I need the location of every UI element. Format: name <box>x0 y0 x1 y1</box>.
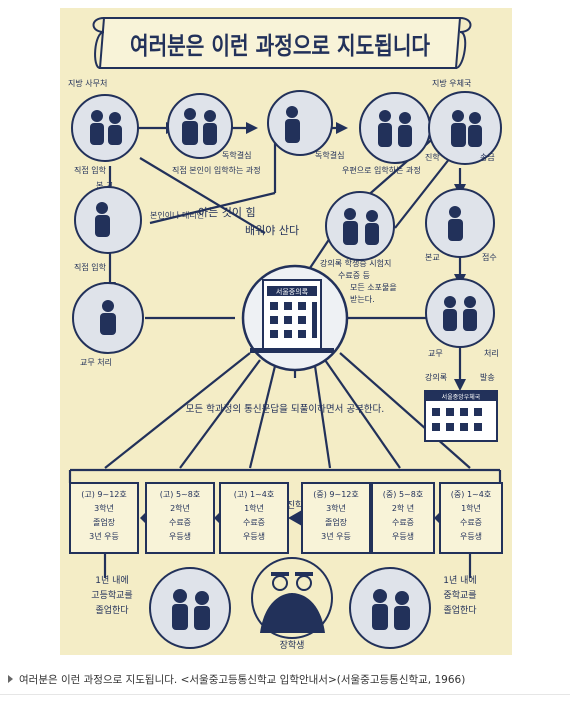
post-office-building <box>424 390 498 442</box>
label-direct-admission: 직접 입학 <box>74 165 107 175</box>
top-left-label: 지방 사무처 <box>68 78 107 88</box>
grade-box-high-1: (고) 1~4호 1학년 수료증 우등생 <box>219 482 289 554</box>
svg-text:3학년: 3학년 <box>94 503 114 513</box>
label-direct-admission-2: 직접 입학 <box>74 262 107 272</box>
grade-box-high-2: (고) 5~8호 2학년 수료증 우등생 <box>145 482 215 554</box>
label-self-or-proxy: 본인이나 대리인 <box>150 210 204 220</box>
vignettes <box>71 90 502 649</box>
center-note-1: 강의록 학생증 시험지 <box>320 258 391 268</box>
svg-text:우등생: 우등생 <box>169 531 191 541</box>
center-note-2: 수료증 등 <box>338 271 370 280</box>
svg-text:(고) 1~4호: (고) 1~4호 <box>234 490 274 499</box>
svg-text:2학년: 2학년 <box>170 503 190 513</box>
svg-text:3년 우등: 3년 우등 <box>89 531 119 541</box>
divider <box>0 694 570 695</box>
svg-text:3학년: 3학년 <box>326 503 346 513</box>
label-remittance: 송금 <box>480 153 495 162</box>
grade-box-high-3: (고) 9~12호 3학년 졸업장 3년 우등 <box>69 482 139 554</box>
label-lecture-notes: 강의록 <box>425 372 447 382</box>
svg-text:(중) 1~4호: (중) 1~4호 <box>451 490 491 499</box>
label-main-school-right: 본교 <box>425 253 440 262</box>
slogan-learn: 배워야 산다 <box>245 224 299 237</box>
scholarship-students <box>251 557 333 639</box>
post-office-sign: 서울중앙우체국 <box>442 393 481 401</box>
title-banner <box>92 17 472 69</box>
advance-label: 진학 <box>287 500 304 511</box>
label-academic-right: 교무 <box>428 349 443 358</box>
svg-text:(중) 9~12호: (중) 9~12호 <box>313 490 358 499</box>
label-reception: 진학 <box>425 152 440 162</box>
grade-box-middle-2: (중) 5~8호 2학 년 수료증 우등생 <box>371 482 435 554</box>
label-decided-left: 독학결심 <box>222 150 251 160</box>
grade-boxes: (고) 9~12호 3학년 졸업장 3년 우등 (고) 5~8호 2학년 수료증… <box>69 482 503 554</box>
grade-box-middle-1: (중) 1~4호 1학년 수료증 우등생 <box>439 482 503 554</box>
svg-text:2학 년: 2학 년 <box>392 503 414 513</box>
left-bottom-line-1: 1년 내에 <box>95 575 128 586</box>
right-bottom-line-3: 졸업한다 <box>443 605 477 616</box>
grade-box-middle-3: (중) 9~12호 3학년 졸업장 3년 우등 <box>301 482 371 554</box>
svg-text:수료증: 수료증 <box>243 518 265 527</box>
svg-text:(고) 5~8호: (고) 5~8호 <box>160 490 200 499</box>
label-direct-self-process: 직접 본인이 입학하는 과정 <box>172 165 261 175</box>
svg-text:(고) 9~12호: (고) 9~12호 <box>81 490 126 499</box>
center-note-3: 모든 소포물을 <box>350 283 397 292</box>
poster-title: 여러분은 이런 과정으로 지도됩니다 <box>130 32 430 60</box>
svg-text:수료증: 수료증 <box>460 518 482 527</box>
svg-text:졸업장: 졸업장 <box>325 517 348 527</box>
caption-text: 여러분은 이런 과정으로 지도됩니다. <서울중고등통신학교 입학안내서>(서울… <box>19 674 466 686</box>
svg-text:수료증: 수료증 <box>392 518 414 527</box>
svg-text:1학년: 1학년 <box>461 503 481 513</box>
slogan-knowledge: 아는 것이 힘 <box>198 206 256 219</box>
svg-text:1학년: 1학년 <box>244 503 264 513</box>
svg-text:우등생: 우등생 <box>460 531 482 541</box>
label-main-school: 본 교 <box>96 181 113 190</box>
left-bottom-line-3: 졸업한다 <box>95 605 129 616</box>
svg-text:우등생: 우등생 <box>243 531 265 541</box>
label-processing: 처리 <box>484 349 499 358</box>
svg-text:졸업장: 졸업장 <box>93 517 116 527</box>
label-receipt: 접수 <box>482 252 497 262</box>
left-bottom-line-2: 고등학교를 <box>91 590 132 601</box>
right-bottom-line-2: 중학교를 <box>443 590 476 601</box>
center-note-4: 받는다. <box>350 294 375 304</box>
svg-text:수료증: 수료증 <box>169 518 191 527</box>
label-mail-process: 우편으로 입학하는 과정 <box>342 165 421 175</box>
svg-text:우등생: 우등생 <box>392 531 414 541</box>
box-arrows <box>140 510 440 526</box>
label-academic-affairs: 교무 처리 <box>80 358 112 367</box>
label-shipping: 발송 <box>480 372 495 382</box>
top-right-label: 지방 우체국 <box>432 78 471 88</box>
label-decided-right: 독학결심 <box>315 150 344 160</box>
scholarship-label: 장학생 <box>280 640 305 651</box>
building-sign: 서울중의록 <box>276 287 309 296</box>
poster-image: 여러분은 이런 과정으로 지도됩니다 <box>60 8 512 655</box>
school-building <box>241 264 349 372</box>
study-line: 모든 학과정의 통신문답을 되풀이하면서 공부한다. <box>186 403 385 415</box>
figures <box>90 106 482 630</box>
image-caption: 여러분은 이런 과정으로 지도됩니다. <서울중고등통신학교 입학안내서>(서울… <box>6 672 566 688</box>
right-bottom-line-1: 1년 내에 <box>443 575 476 586</box>
svg-text:3년 우등: 3년 우등 <box>321 531 351 541</box>
bullet-icon <box>8 675 13 683</box>
svg-text:(중) 5~8호: (중) 5~8호 <box>383 490 423 499</box>
